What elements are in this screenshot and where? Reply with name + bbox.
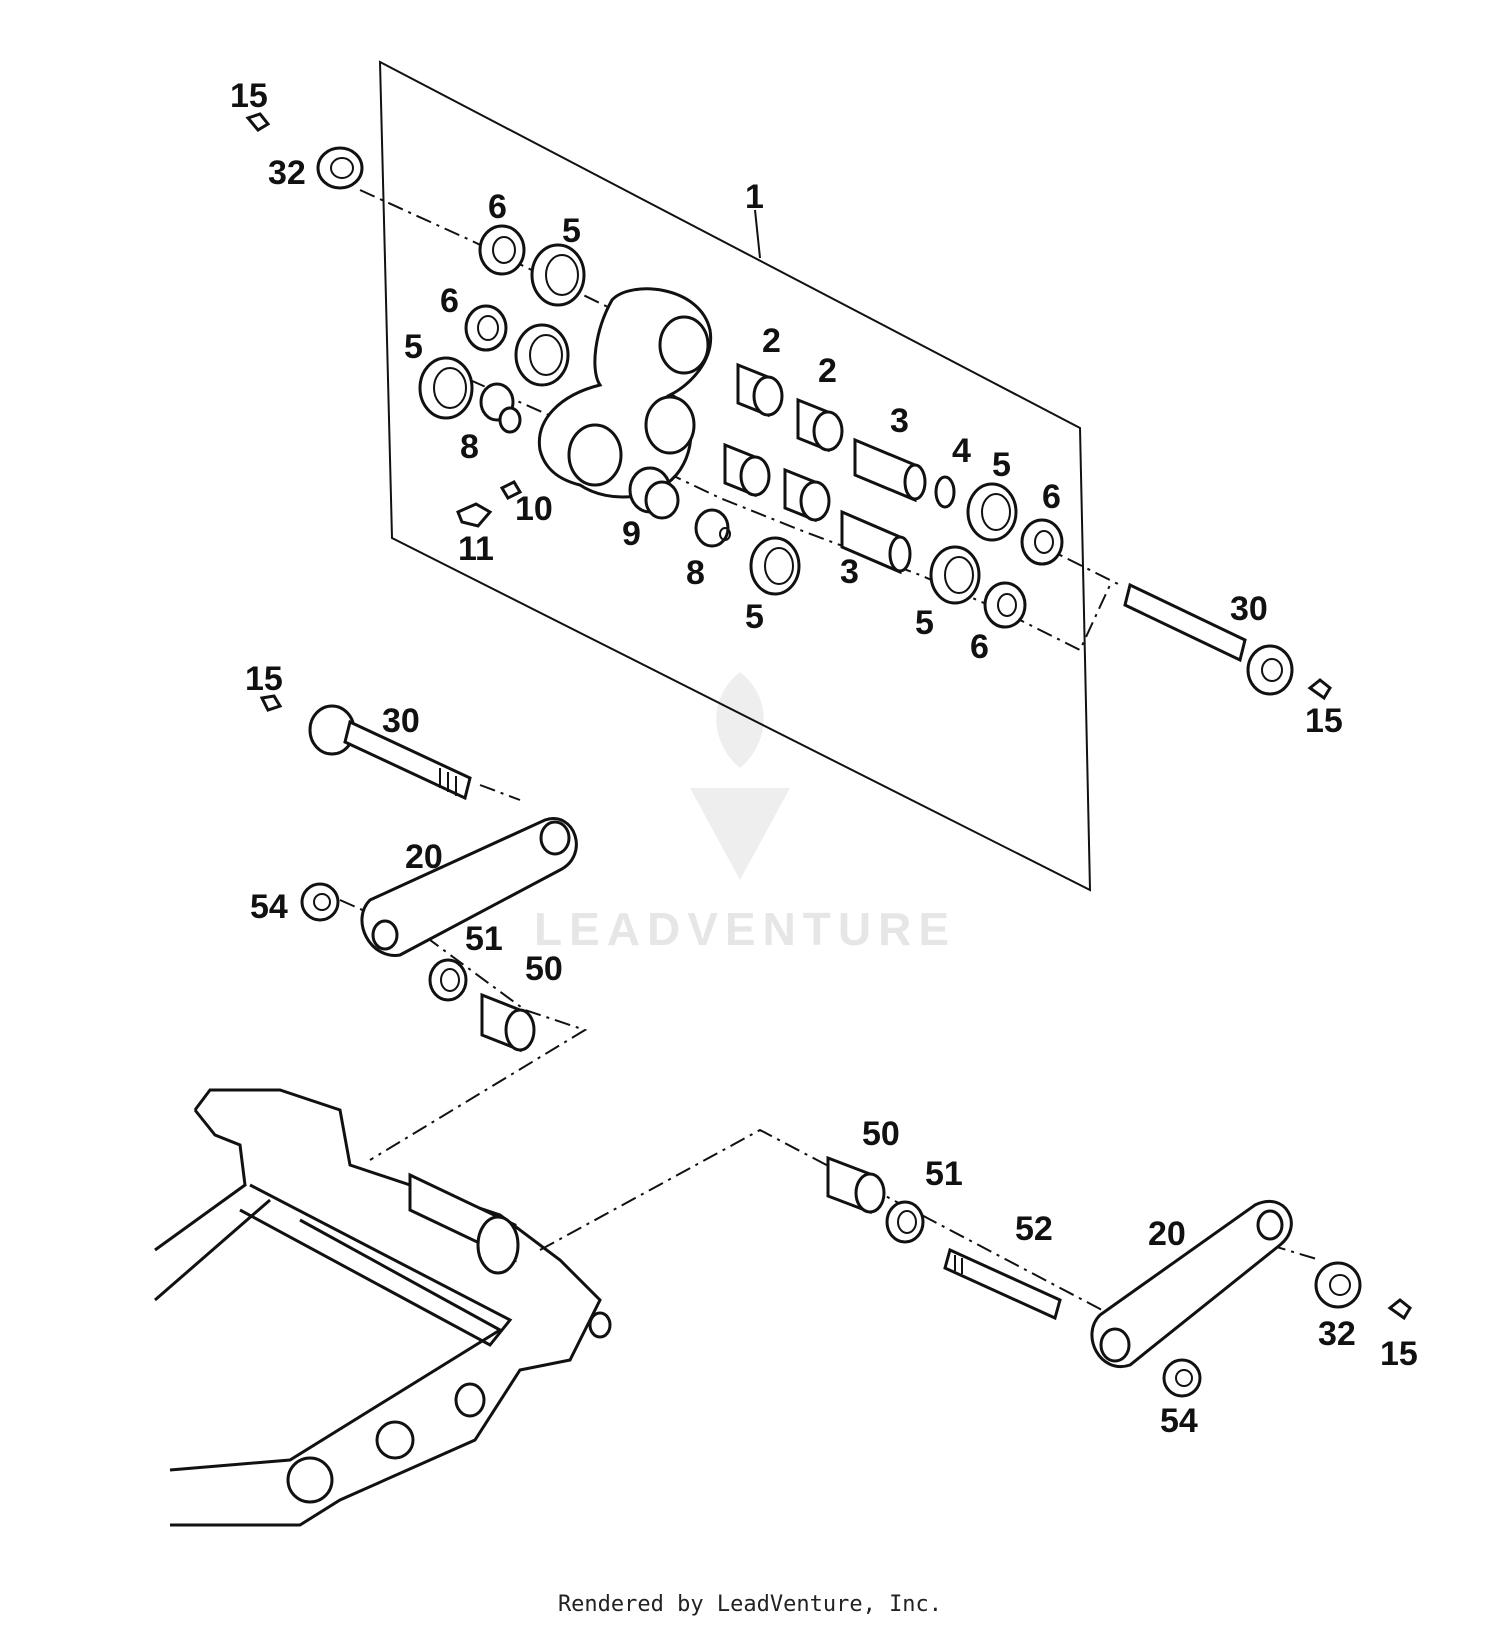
- seal-6-right-upper: [1020, 518, 1064, 566]
- callout-3: 3: [840, 553, 859, 591]
- swingarm-frame: [154, 1088, 612, 1527]
- callout-20: 20: [1148, 1215, 1186, 1253]
- callout-15: 15: [245, 660, 283, 698]
- seal-6-upper: [478, 224, 526, 276]
- callout-9: 9: [622, 515, 641, 553]
- bushing-50-left: [480, 992, 536, 1053]
- callout-32: 32: [268, 154, 306, 192]
- callout-5: 5: [745, 598, 764, 636]
- bearing-5-right: [966, 482, 1018, 542]
- shaft-52: [943, 1247, 1062, 1321]
- seal-51-left: [428, 958, 468, 1002]
- bearing-5-lower-center: [749, 536, 801, 596]
- watermark-text: LEADVENTURE: [534, 903, 956, 955]
- callout-30: 30: [1230, 590, 1268, 628]
- callout-32: 32: [1318, 1315, 1356, 1353]
- seal-6-middle: [464, 304, 508, 352]
- leader-line-item-1: [754, 209, 761, 259]
- callout-30: 30: [382, 702, 420, 740]
- callout-50: 50: [862, 1115, 900, 1153]
- callout-54: 54: [1160, 1402, 1198, 1440]
- seal-51-right: [885, 1200, 925, 1244]
- seal-6-right-lower: [983, 581, 1027, 629]
- callout-5: 5: [404, 328, 423, 366]
- callout-6: 6: [1042, 478, 1061, 516]
- nut-32-bottom: [1314, 1261, 1362, 1309]
- needle-bearing-lower-b: [783, 467, 831, 523]
- callout-6: 6: [488, 188, 507, 226]
- callout-8: 8: [686, 554, 705, 592]
- callout-51: 51: [465, 920, 503, 958]
- callout-8: 8: [460, 428, 479, 466]
- callout-4: 4: [952, 432, 971, 470]
- callout-1: 1: [745, 178, 764, 216]
- callout-50: 50: [525, 950, 563, 988]
- bolt-30-right: [1123, 582, 1294, 696]
- callout-10: 10: [515, 490, 553, 528]
- grease-nipple-10: [499, 480, 523, 500]
- bearing-5-middle: [514, 323, 570, 387]
- bushing-50-right: [826, 1155, 886, 1215]
- link-arm-20-right: [1090, 1199, 1293, 1369]
- needle-bearing-lower-a: [723, 442, 771, 498]
- callout-54: 54: [250, 888, 288, 926]
- callout-20: 20: [405, 838, 443, 876]
- grease-fitting-15-top: [245, 112, 271, 132]
- callout-11: 11: [458, 530, 494, 568]
- linkage-main-body: [537, 287, 713, 499]
- leadventure-watermark-logo: LEADVENTURE: [534, 672, 956, 955]
- callout-5: 5: [915, 604, 934, 642]
- cap-11: [456, 502, 493, 528]
- spacer-8-left: [479, 382, 522, 434]
- callout-labels: 15 32 6 5 1 6 5 2 2 8 3 4 5 6 10 11 9 8 …: [230, 77, 1418, 1440]
- nut-32-top: [316, 146, 364, 190]
- callout-15: 15: [230, 77, 268, 115]
- washer-4: [934, 475, 956, 509]
- callout-6: 6: [440, 282, 459, 320]
- callout-52: 52: [1015, 1210, 1053, 1248]
- bolt-30-left: [308, 704, 472, 801]
- callout-2: 2: [762, 322, 781, 360]
- bushing-9: [628, 466, 680, 520]
- callout-3: 3: [890, 402, 909, 440]
- link-arm-20-left: [360, 817, 578, 957]
- bearing-5-upper: [530, 243, 586, 307]
- nut-54-right: [1162, 1358, 1202, 1398]
- spacer-8-right: [694, 508, 731, 548]
- linkage-assembly-plate: [378, 60, 1092, 892]
- credit-footer: Rendered by LeadVenture, Inc.: [557, 1592, 943, 1617]
- grease-fitting-15-bottom-right: [1387, 1298, 1412, 1321]
- callout-51: 51: [925, 1155, 963, 1193]
- callout-5: 5: [562, 212, 581, 250]
- callout-2: 2: [818, 352, 837, 390]
- bearing-5-lower-right: [929, 545, 981, 605]
- nut-54-left: [300, 882, 340, 922]
- sleeve-3-lower: [840, 509, 912, 575]
- callout-15: 15: [1380, 1335, 1418, 1373]
- bearing-5-left: [418, 356, 474, 420]
- callout-6: 6: [970, 628, 989, 666]
- needle-bearing-2-a: [736, 362, 784, 418]
- grease-fitting-15-mid-right: [1307, 678, 1332, 701]
- callout-5: 5: [992, 446, 1011, 484]
- grease-fitting-15-mid-left: [259, 694, 283, 712]
- callout-15: 15: [1305, 702, 1343, 740]
- sleeve-3-upper: [853, 437, 927, 503]
- needle-bearing-2-b: [796, 397, 844, 453]
